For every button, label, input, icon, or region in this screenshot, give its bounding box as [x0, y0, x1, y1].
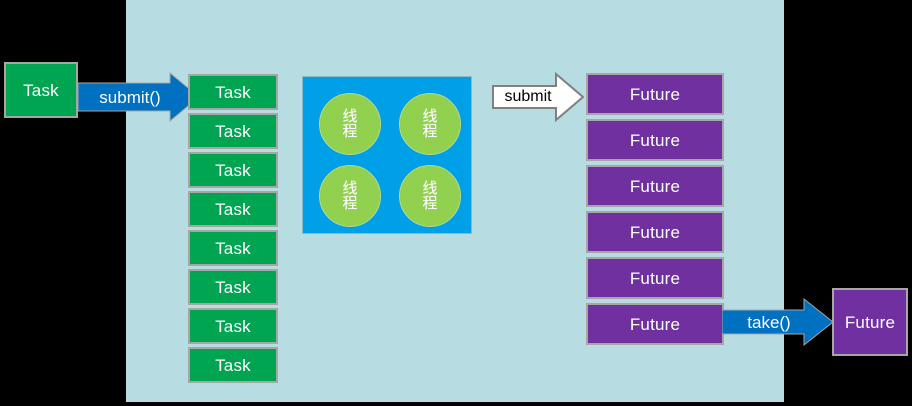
thread-label-line1: 线: [422, 178, 438, 197]
thread-label-line1: 线: [342, 106, 358, 125]
task-queue-item[interactable]: Task: [188, 269, 278, 305]
thread-label-line2: 程: [342, 122, 358, 140]
task-queue-item[interactable]: Task: [188, 347, 278, 383]
result-future-box[interactable]: Future: [832, 288, 908, 356]
thread-label-line2: 程: [422, 194, 438, 212]
take-arrow: take(): [722, 297, 834, 347]
task-queue-item[interactable]: Task: [188, 191, 278, 227]
thread-circle: 线程: [319, 93, 381, 155]
task-queue-item[interactable]: Task: [188, 230, 278, 266]
source-task-box[interactable]: Task: [4, 62, 78, 118]
task-queue-item[interactable]: Task: [188, 152, 278, 188]
future-queue-item[interactable]: Future: [586, 257, 724, 299]
future-queue-item[interactable]: Future: [586, 303, 724, 345]
future-queue-item[interactable]: Future: [586, 211, 724, 253]
future-queue-item[interactable]: Future: [586, 73, 724, 115]
thread-label-line2: 程: [422, 122, 438, 140]
submit-call-arrow: submit(): [78, 72, 200, 122]
future-queue-item[interactable]: Future: [586, 165, 724, 207]
submit-dispatch-arrow-shape: [492, 72, 584, 122]
thread-label-line2: 程: [342, 194, 358, 212]
thread-pool-box: 线程线程线程线程: [302, 76, 472, 234]
thread-label-line1: 线: [422, 106, 438, 125]
submit-call-arrow-shape: [78, 72, 200, 122]
thread-circle: 线程: [399, 93, 461, 155]
submit-dispatch-arrow: submit: [492, 72, 584, 122]
task-queue-item[interactable]: Task: [188, 74, 278, 110]
take-arrow-shape: [722, 297, 834, 347]
thread-circle: 线程: [319, 165, 381, 227]
future-queue-item[interactable]: Future: [586, 119, 724, 161]
thread-label-line1: 线: [342, 178, 358, 197]
task-queue-item[interactable]: Task: [188, 113, 278, 149]
task-queue-item[interactable]: Task: [188, 308, 278, 344]
thread-circle: 线程: [399, 165, 461, 227]
